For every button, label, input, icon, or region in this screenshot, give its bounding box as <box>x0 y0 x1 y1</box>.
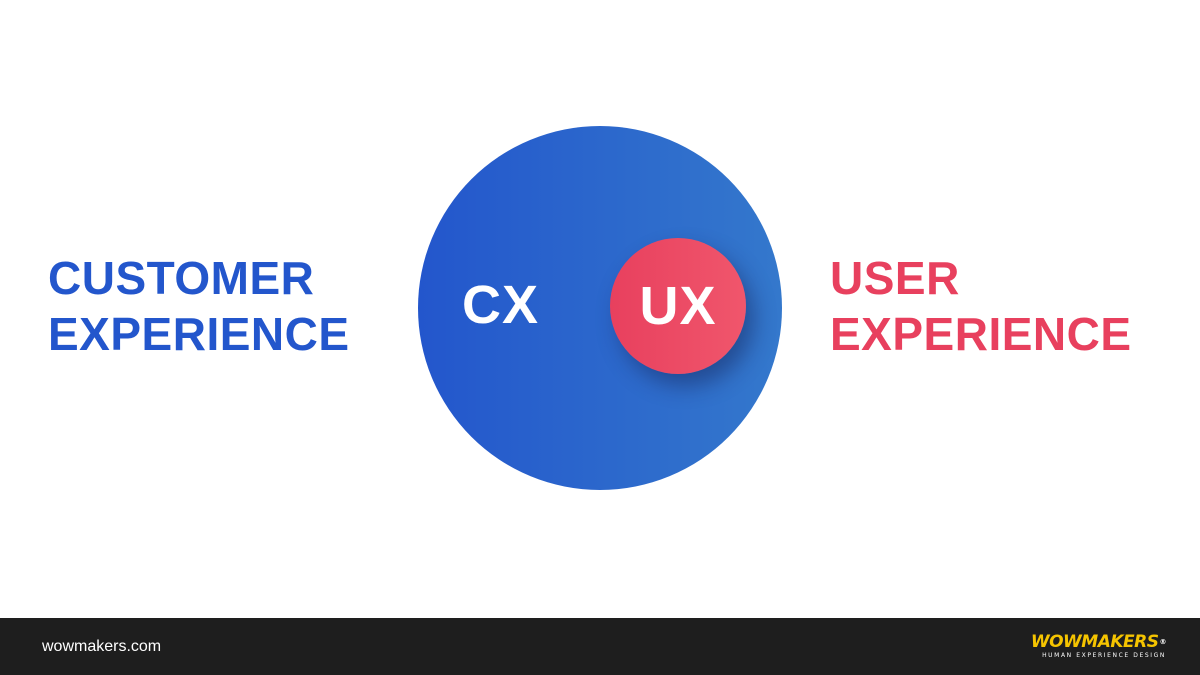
user-experience-line-1: USER <box>830 252 960 304</box>
user-experience-line-2: EXPERIENCE <box>830 308 1132 360</box>
ux-circle-label: UX <box>639 276 717 336</box>
customer-experience-line-1: CUSTOMER <box>48 252 315 304</box>
logo-text: WOWMAKERS <box>1030 632 1159 652</box>
user-experience-label: USER EXPERIENCE <box>830 250 1132 362</box>
wowmakers-logo: WOWMAKERS® HUMAN EXPERIENCE DESIGN <box>1030 632 1167 660</box>
diagram-area: CUSTOMER EXPERIENCE CX UX USER EXPERIENC… <box>48 126 1132 490</box>
ux-circle: UX <box>610 238 746 374</box>
logo-wordmark: WOWMAKERS® <box>1030 632 1167 652</box>
footer-bar: wowmakers.com WOWMAKERS® HUMAN EXPERIENC… <box>0 618 1200 675</box>
customer-experience-label: CUSTOMER EXPERIENCE <box>48 250 350 362</box>
cx-circle-label: CX <box>462 275 540 335</box>
customer-experience-line-2: EXPERIENCE <box>48 308 350 360</box>
registered-mark: ® <box>1159 638 1167 646</box>
logo-tagline: HUMAN EXPERIENCE DESIGN <box>1042 652 1166 659</box>
footer-url: wowmakers.com <box>42 637 162 655</box>
